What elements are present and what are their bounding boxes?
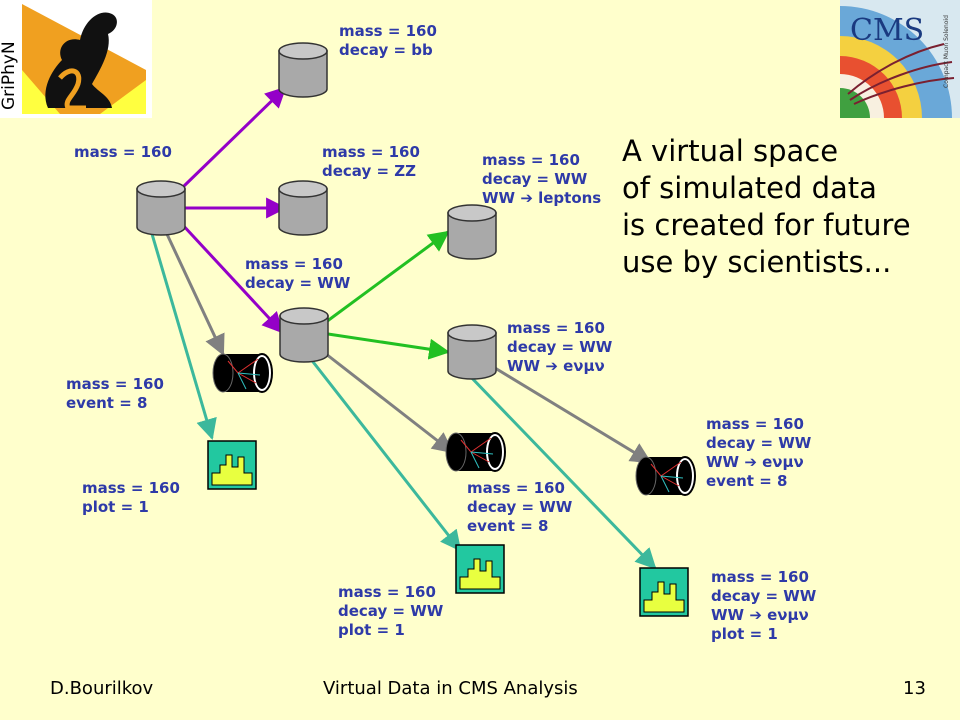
edge-ww-ev bbox=[325, 352, 454, 454]
edge-ww-plot bbox=[308, 357, 462, 552]
edge-ww-lep bbox=[325, 230, 450, 324]
plot-enmn-icon bbox=[639, 567, 689, 617]
headline-line: is created for future bbox=[622, 208, 911, 242]
edge-ww-enm bbox=[327, 332, 451, 360]
griphyn-logo-text: GriPhyN bbox=[0, 41, 19, 110]
edge-enm-ev bbox=[494, 366, 652, 464]
event-enmn-icon bbox=[635, 456, 696, 496]
headline-line: use by scientists... bbox=[622, 245, 892, 279]
dataset-root-icon bbox=[136, 180, 186, 236]
cms-logo-text: CMS bbox=[850, 13, 924, 48]
footer-author: D.Bourilkov bbox=[50, 678, 154, 699]
griphyn-logo: GriPhyN bbox=[0, 0, 152, 118]
dataset-zz-icon bbox=[278, 180, 328, 236]
headline-line: of simulated data bbox=[622, 171, 877, 205]
event-ww-icon bbox=[445, 432, 506, 472]
edge-root-ev bbox=[164, 231, 225, 356]
headline-line: A virtual space bbox=[622, 134, 839, 168]
label-root: mass = 160 bbox=[74, 143, 172, 161]
edge-root-bb bbox=[182, 86, 287, 188]
footer-title: Virtual Data in CMS Analysis bbox=[323, 678, 578, 699]
plot-root-icon bbox=[207, 440, 257, 490]
footer-page-number: 13 bbox=[903, 678, 926, 699]
cms-logo: CMS Compact Muon Solenoid bbox=[840, 0, 960, 118]
plot-ww-icon bbox=[455, 544, 505, 594]
dataset-leptons-icon bbox=[447, 204, 497, 260]
edge-root-plot bbox=[150, 233, 217, 441]
edge-root-ww bbox=[178, 220, 284, 334]
dataset-ww-icon bbox=[279, 307, 329, 363]
edge-enm-plot bbox=[466, 372, 657, 570]
cms-logo-subtext: Compact Muon Solenoid bbox=[943, 15, 950, 88]
dataset-bb-icon bbox=[278, 42, 328, 98]
event-root-icon bbox=[212, 353, 273, 393]
dataset-enmn-icon bbox=[447, 324, 497, 380]
slide-headline: A virtual space of simulated data is cre… bbox=[622, 133, 911, 281]
